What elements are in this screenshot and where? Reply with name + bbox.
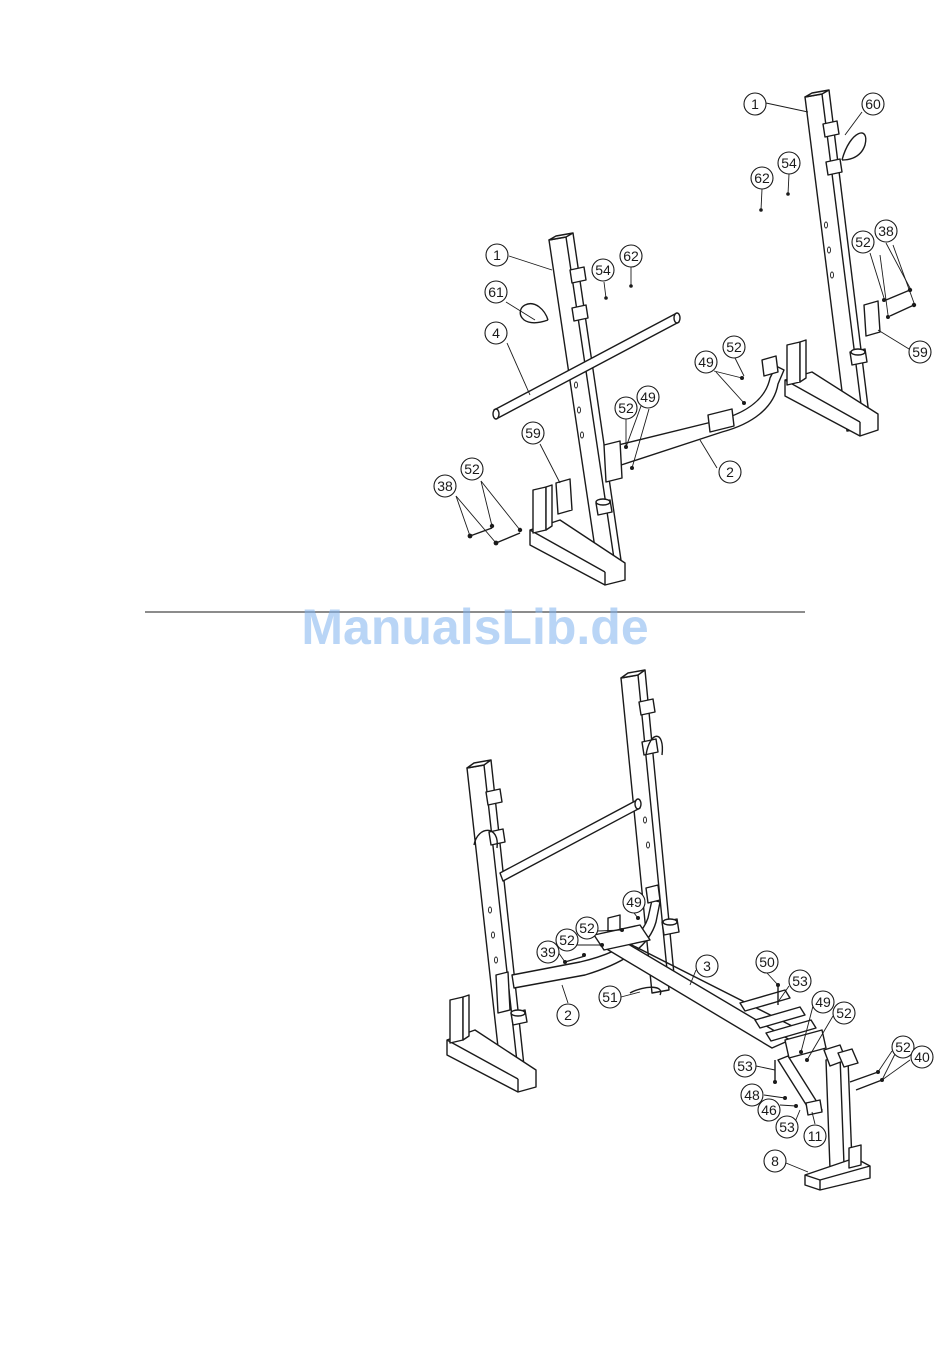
callout-label: 11 xyxy=(808,1128,823,1144)
callout-label: 54 xyxy=(595,262,611,278)
bottom-assembly-drawing xyxy=(447,670,910,1190)
callout-label: 3 xyxy=(703,958,711,974)
watermark-text: ManualsLib.de xyxy=(301,599,648,655)
callout-label: 49 xyxy=(815,994,831,1010)
callout-label: 1 xyxy=(751,96,759,112)
callout-label: 2 xyxy=(564,1007,572,1023)
callout-label: 38 xyxy=(878,223,894,239)
callout-label: 52 xyxy=(895,1039,911,1055)
callout-label: 46 xyxy=(761,1102,777,1118)
callout-label: 61 xyxy=(488,284,504,300)
callout-label: 50 xyxy=(759,954,775,970)
top-assembly-drawing xyxy=(456,90,916,585)
callout-label: 40 xyxy=(914,1049,930,1065)
callout-label: 4 xyxy=(492,325,500,341)
callout-label: 52 xyxy=(726,339,742,355)
callout-label: 49 xyxy=(640,389,656,405)
callout-label: 62 xyxy=(754,170,770,186)
callout-label: 54 xyxy=(781,155,797,171)
callout-label: 60 xyxy=(865,96,881,112)
callout-label: 38 xyxy=(437,478,453,494)
callout-label: 2 xyxy=(726,464,734,480)
callout-label: 49 xyxy=(698,354,714,370)
callout-label: 51 xyxy=(602,989,618,1005)
callout-label: 8 xyxy=(771,1153,779,1169)
callout-label: 53 xyxy=(737,1058,753,1074)
bottom-callouts: 49 52 52 39 3 50 53 51 2 49 52 52 40 53 … xyxy=(537,891,933,1172)
callout-label: 53 xyxy=(779,1119,795,1135)
callout-label: 59 xyxy=(525,425,541,441)
callout-label: 62 xyxy=(623,248,639,264)
callout-label: 53 xyxy=(792,973,808,989)
callout-label: 48 xyxy=(744,1087,760,1103)
callout-label: 52 xyxy=(464,461,480,477)
callout-label: 59 xyxy=(912,344,928,360)
callout-label: 52 xyxy=(836,1005,852,1021)
callout-label: 52 xyxy=(559,932,575,948)
callout-label: 52 xyxy=(855,234,871,250)
callout-label: 52 xyxy=(579,920,595,936)
callout-label: 52 xyxy=(618,400,634,416)
callout-label: 39 xyxy=(540,944,556,960)
callout-label: 49 xyxy=(626,894,642,910)
callout-label: 1 xyxy=(493,247,501,263)
